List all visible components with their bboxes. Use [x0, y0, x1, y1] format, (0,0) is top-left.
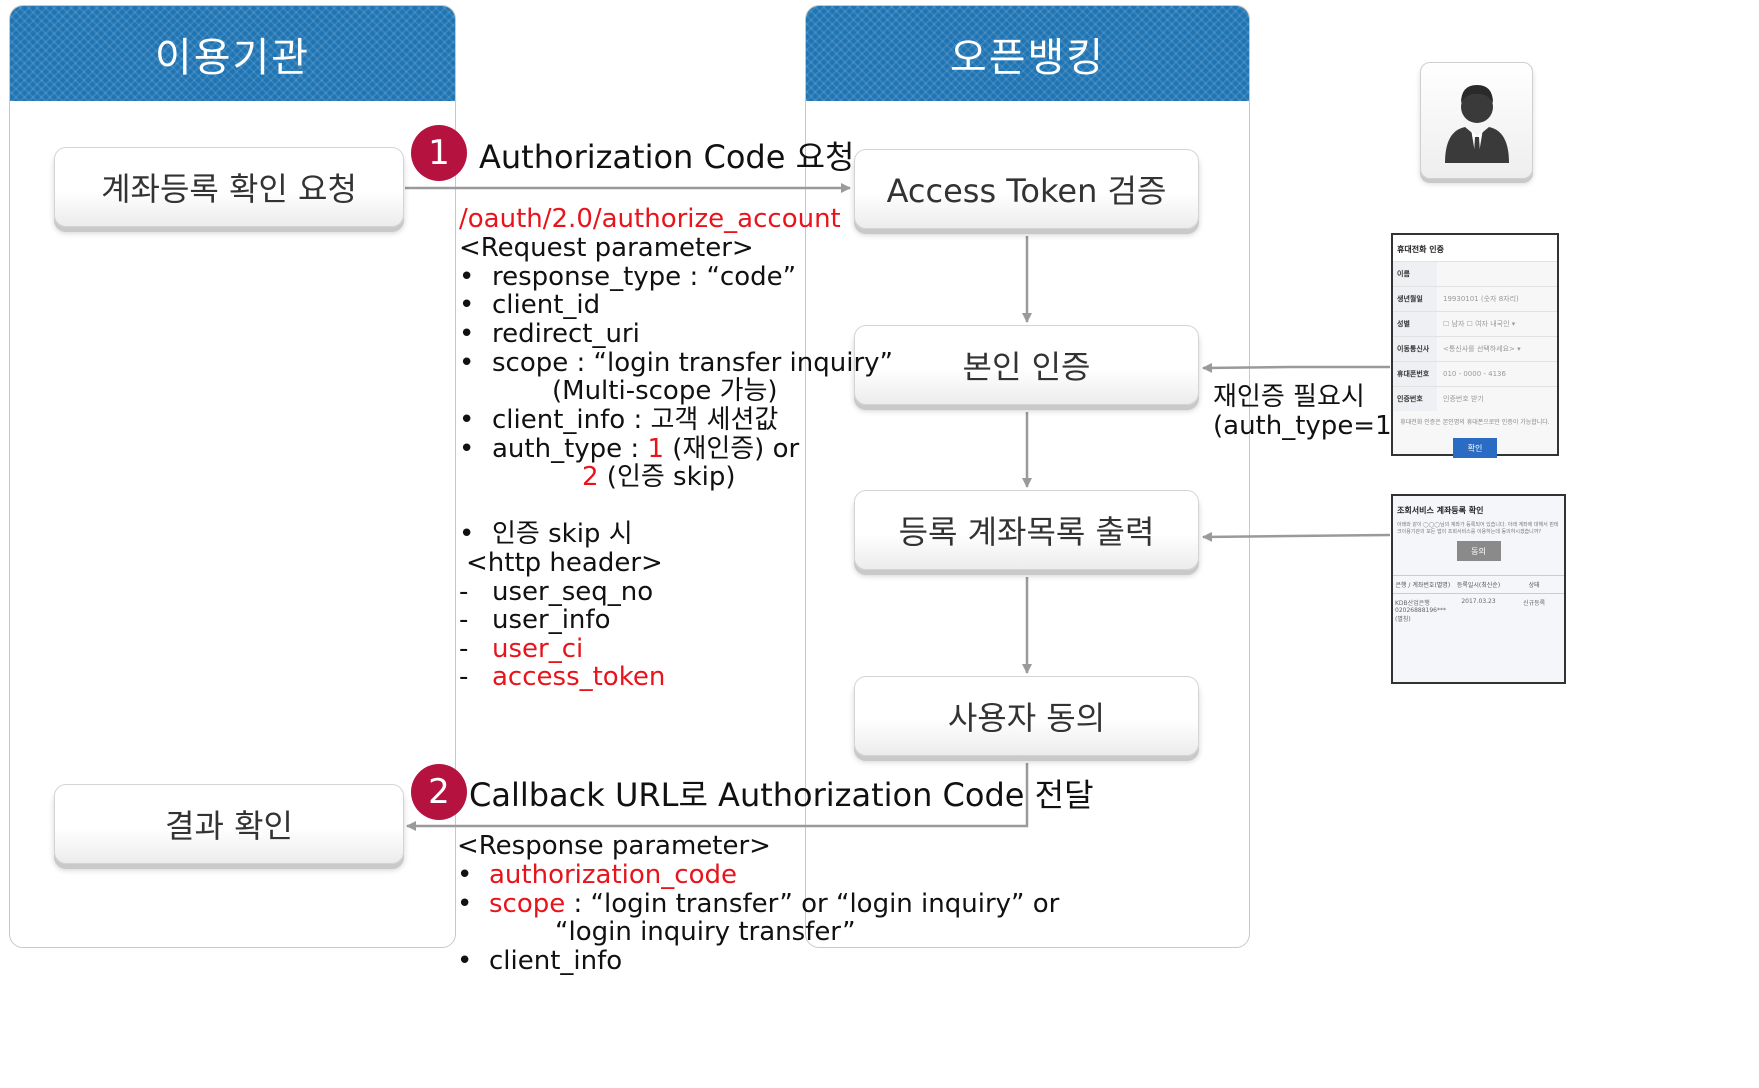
dash: -: [459, 577, 469, 607]
auth-type-text-2: (인증 skip): [598, 462, 736, 492]
phone-auth-row: 생년월일 19930101 (숫자 8자리): [1393, 286, 1557, 311]
row-value: <통신사를 선택하세요> ▾: [1443, 345, 1521, 353]
step1-title: Authorization Code 요청: [479, 138, 855, 176]
bullet: •: [457, 946, 473, 976]
http-header-label: <http header>: [466, 548, 663, 578]
param-scope: scope : “login transfer inquiry”: [492, 348, 894, 378]
account-list-title: 조회서비스 계좌등록 확인: [1393, 496, 1564, 522]
bullet: •: [459, 434, 475, 464]
identity-auth-box: 본인 인증: [854, 325, 1199, 405]
auth-skip-title: 인증 skip 시: [492, 519, 633, 549]
col-header: 상태: [1528, 582, 1540, 589]
step2-title: Callback URL로 Authorization Code 전달: [469, 776, 1094, 814]
bullet: •: [459, 405, 475, 435]
row-label: 생년월일: [1393, 287, 1437, 311]
phone-auth-screen: 휴대전화 인증 이름 생년월일 19930101 (숫자 8자리) 성별 ☐ 남자 …: [1391, 233, 1559, 458]
bullet: •: [459, 519, 475, 549]
row-label: 인증번호: [1393, 387, 1437, 411]
resp-scope-values: : “login transfer” or “login inquiry” or: [565, 889, 1060, 919]
account-list-desc: 아래와 같이 ◯◯◯님의 계좌가 등록되어 있습니다. 아래 계좌에 대해서 핀…: [1397, 522, 1559, 535]
resp-authorization-code: authorization_code: [489, 860, 737, 890]
step1-badge: 1: [411, 125, 467, 181]
dash: -: [459, 605, 469, 635]
account-list-agree-button: 동의: [1456, 541, 1501, 561]
step1-endpoint: /oauth/2.0/authorize_account: [459, 204, 841, 234]
account-list-screen: 조회서비스 계좌등록 확인 아래와 같이 ◯◯◯님의 계좌가 등록되어 있습니다…: [1391, 494, 1566, 684]
row-value: ☐ 남자 ☐ 여자 내국인 ▾: [1443, 320, 1516, 328]
reauth-note-line2: (auth_type=1): [1213, 411, 1402, 441]
bullet: •: [457, 889, 473, 919]
auth-type-label: auth_type :: [492, 434, 648, 464]
reauth-note-line1: 재인증 필요시: [1213, 382, 1365, 412]
response-param-header: <Response parameter>: [457, 831, 771, 861]
auth-type-text-1: (재인증) or: [664, 434, 800, 464]
row-label: 휴대폰번호: [1393, 362, 1437, 386]
bullet: •: [459, 319, 475, 349]
phone-auth-row: 인증번호 인증번호 받기: [1393, 386, 1557, 411]
param-auth-type-2: 2 (인증 skip): [582, 464, 736, 490]
cell: 2017.03.23: [1461, 598, 1496, 605]
access-token-box: Access Token 검증: [854, 149, 1199, 229]
auth-type-value-2: 2: [582, 462, 599, 492]
account-request-box: 계좌등록 확인 요청: [54, 147, 404, 227]
row-label: 이름: [1393, 262, 1437, 286]
phone-auth-row: 휴대폰번호 010 - 0000 - 4136: [1393, 361, 1557, 386]
bullet: •: [459, 290, 475, 320]
param-redirect-uri: redirect_uri: [492, 319, 640, 349]
arrow-callback: [406, 763, 1029, 831]
phone-auth-row: 이동통신사 <통신사를 선택하세요> ▾: [1393, 336, 1557, 361]
row-value: 19930101 (숫자 8자리): [1443, 295, 1519, 303]
arrow-phone-auth: [1202, 362, 1390, 373]
param-auth-type: auth_type : 1 (재인증) or: [492, 436, 799, 462]
result-check-box: 결과 확인: [54, 784, 404, 864]
resp-scope-label: scope: [489, 889, 566, 919]
dash: -: [459, 634, 469, 664]
bullet: •: [459, 262, 475, 292]
phone-auth-row: 이름: [1393, 261, 1557, 286]
person-with-tie-icon: [1445, 85, 1509, 163]
param-client-info: client_info : 고객 세션값: [492, 405, 779, 435]
row-value: 인증번호 받기: [1443, 395, 1484, 403]
col-header: 등록일시(최신순): [1456, 582, 1501, 589]
resp-client-info: client_info: [489, 946, 623, 976]
phone-auth-confirm-button: 확인: [1453, 438, 1497, 458]
param-client-id: client_id: [492, 290, 601, 320]
bullet: •: [459, 348, 475, 378]
arrow-phone-list: [1202, 531, 1391, 542]
left-panel-title: 이용기관: [10, 6, 455, 101]
header-user-seq-no: user_seq_no: [492, 577, 654, 607]
col-header: 은행 / 계좌번호(별명): [1395, 582, 1451, 589]
account-list-header: 은행 / 계좌번호(별명) 등록일시(최신순) 상태: [1393, 575, 1564, 594]
row-value: 010 - 0000 - 4136: [1443, 370, 1506, 378]
right-panel-title: 오픈뱅킹: [806, 6, 1249, 101]
bullet: •: [457, 860, 473, 890]
cell: 신규등록: [1523, 600, 1546, 607]
phone-auth-note: 휴대전화 인증은 본인명의 휴대폰으로만 인증이 가능합니다.: [1400, 419, 1550, 426]
header-user-info: user_info: [492, 605, 611, 635]
user-consent-box: 사용자 동의: [854, 676, 1199, 756]
header-access-token: access_token: [492, 662, 666, 692]
request-param-header: <Request parameter>: [459, 233, 754, 263]
account-list-row: KDB산업은행 02026888196*** (별칭) 2017.03.23 신…: [1393, 594, 1564, 627]
row-label: 성별: [1393, 312, 1437, 336]
resp-scope-line2: “login inquiry transfer”: [555, 917, 856, 947]
account-list-box: 등록 계좌목록 출력: [854, 490, 1199, 570]
phone-auth-title: 휴대전화 인증: [1393, 235, 1557, 261]
header-user-ci: user_ci: [492, 634, 584, 664]
auth-type-value-1: 1: [647, 434, 665, 464]
user-card: [1420, 62, 1533, 179]
row-label: 이동통신사: [1393, 337, 1437, 361]
dash: -: [459, 662, 469, 692]
step2-badge: 2: [411, 764, 467, 820]
param-scope-note: (Multi-scope 가능): [552, 376, 778, 406]
param-response-type: response_type : “code”: [492, 262, 797, 292]
cell: KDB산업은행 02026888196*** (별칭): [1395, 600, 1446, 623]
phone-auth-row: 성별 ☐ 남자 ☐ 여자 내국인 ▾: [1393, 311, 1557, 336]
resp-scope: scope : “login transfer” or “login inqui…: [489, 891, 1059, 917]
